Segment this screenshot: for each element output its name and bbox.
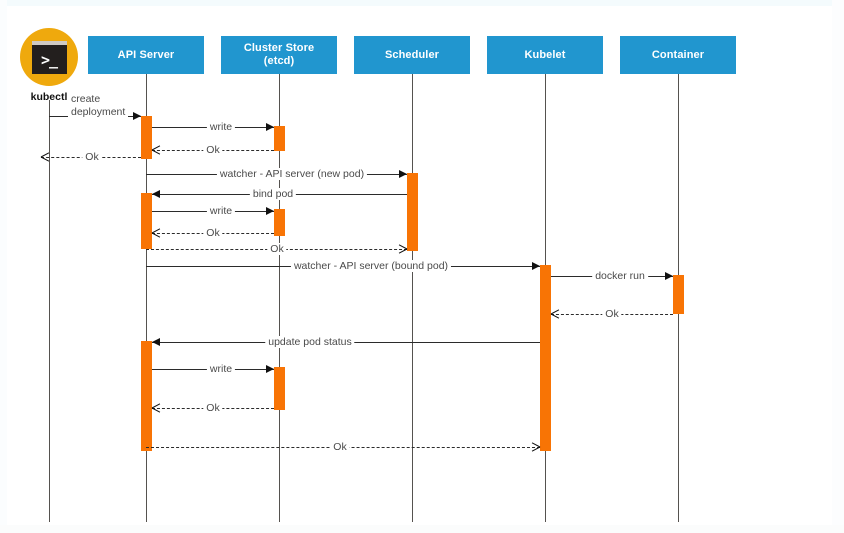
activation-bar-cluster-store: [274, 367, 285, 410]
canvas-edge-left: [0, 0, 7, 533]
canvas-edge-right: [832, 0, 844, 533]
activation-bar-api-server: [141, 193, 152, 249]
activation-bar-container: [673, 275, 684, 314]
message-label-msg-ok-etcd-3: Ok: [203, 402, 223, 414]
message-label-msg-ok-etcd-1: Ok: [203, 144, 223, 156]
arrow-head-msg-ok-kubectl-1: [41, 153, 50, 162]
participant-kubectl[interactable]: >_ kubectl: [20, 28, 78, 103]
message-label-msg-watcher-bound-pod: watcher - API server (bound pod): [290, 260, 452, 272]
message-label-msg-watcher-new-pod: watcher - API server (new pod): [216, 168, 368, 180]
arrow-head-msg-ok-etcd-1: [152, 146, 161, 155]
lifeline-cluster-store: [279, 74, 280, 522]
kubectl-avatar: >_: [20, 28, 78, 86]
message-label-msg-ok-kubectl-1: Ok: [82, 151, 102, 163]
message-label-msg-docker-run: docker run: [592, 270, 648, 282]
canvas-edge-bottom: [0, 525, 844, 533]
activation-bar-api-server: [141, 341, 152, 451]
lifeline-api-server: [146, 74, 147, 522]
participant-label-container: Container: [651, 48, 705, 61]
participant-label-cluster-store-line1: Cluster Store: [243, 42, 315, 54]
arrow-head-msg-bind-pod: [152, 190, 160, 198]
activation-bar-cluster-store: [274, 209, 285, 236]
arrow-head-msg-write-1: [266, 123, 274, 131]
message-label-msg-ok-scheduler: Ok: [267, 243, 287, 255]
terminal-icon: >_: [31, 40, 67, 74]
participant-api-server[interactable]: API Server: [88, 36, 204, 74]
lifeline-scheduler: [412, 74, 413, 522]
participant-label-api-server: API Server: [117, 48, 175, 61]
participant-label-cluster-store: Cluster Store (etcd): [244, 42, 314, 68]
message-label-msg-ok-kubelet: Ok: [330, 441, 350, 453]
participant-label-kubelet: Kubelet: [524, 48, 566, 61]
participant-label-kubectl: kubectl: [30, 91, 68, 103]
message-label-msg-create-deployment: create deployment: [68, 93, 129, 119]
arrow-head-msg-ok-scheduler: [398, 245, 407, 254]
message-label-msg-bind-pod: bind pod: [249, 188, 297, 200]
arrow-head-msg-watcher-new-pod: [399, 170, 407, 178]
message-label-msg-ok-etcd-2: Ok: [203, 227, 223, 239]
message-label-msg-update-pod-status: update pod status: [265, 336, 355, 348]
activation-bar-cluster-store: [274, 126, 285, 151]
participant-cluster-store[interactable]: Cluster Store (etcd): [221, 36, 337, 74]
activation-bar-kubelet: [540, 265, 551, 451]
participant-label-scheduler: Scheduler: [384, 48, 440, 61]
message-label-msg-write-1: write: [206, 121, 236, 133]
arrow-head-msg-watcher-bound-pod: [532, 262, 540, 270]
participant-container[interactable]: Container: [620, 36, 736, 74]
activation-bar-api-server: [141, 116, 152, 159]
message-label-msg-ok-container: Ok: [602, 308, 622, 320]
arrow-head-msg-update-pod-status: [152, 338, 160, 346]
message-label-msg-write-2: write: [206, 205, 236, 217]
terminal-prompt-glyph: >_: [40, 50, 58, 69]
canvas-edge-top: [0, 0, 844, 6]
message-label-msg-write-3: write: [206, 363, 236, 375]
arrow-head-msg-ok-kubelet: [531, 443, 540, 452]
arrow-head-msg-write-2: [266, 207, 274, 215]
arrow-head-msg-create-deployment: [133, 112, 141, 120]
participant-scheduler[interactable]: Scheduler: [354, 36, 470, 74]
arrow-head-msg-docker-run: [665, 272, 673, 280]
activation-bar-scheduler: [407, 173, 418, 251]
arrow-head-msg-ok-etcd-2: [152, 229, 161, 238]
arrow-head-msg-write-3: [266, 365, 274, 373]
lifeline-kubectl: [49, 100, 50, 522]
participant-kubelet[interactable]: Kubelet: [487, 36, 603, 74]
participant-label-cluster-store-line2: (etcd): [263, 55, 295, 67]
arrow-head-msg-ok-etcd-3: [152, 404, 161, 413]
arrow-head-msg-ok-container: [551, 310, 560, 319]
